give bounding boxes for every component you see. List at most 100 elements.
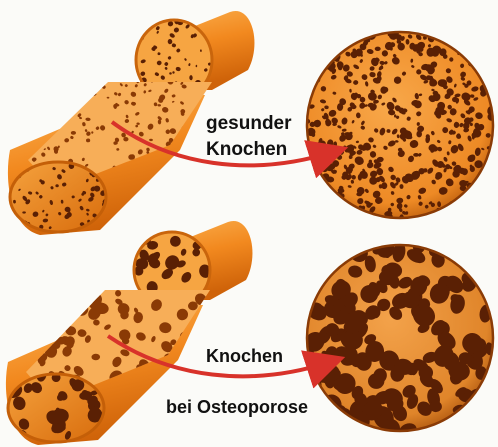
osteo-cut-pore: [73, 289, 81, 297]
healthy-cut-pore: [198, 130, 203, 135]
healthy-cut-pore: [193, 173, 199, 178]
healthy-cut-pore: [41, 121, 45, 125]
healthy-pore: [313, 171, 318, 177]
osteo-cut-pore: [52, 319, 61, 329]
healthy-pore: [487, 79, 492, 84]
healthy-cut-pore: [25, 112, 29, 116]
healthy-pore: [317, 214, 321, 218]
osteo-cut-pore: [89, 285, 100, 295]
healthy-cut-pore: [46, 126, 49, 129]
healthy-pore: [489, 70, 496, 76]
healthy-top-pore: [206, 95, 210, 99]
healthy-pore: [477, 179, 485, 186]
osteo-pore: [474, 247, 497, 270]
healthy-pore: [487, 31, 491, 35]
healthy-cut-pore: [71, 131, 76, 135]
osteo-pore: [314, 238, 332, 256]
healthy-pore: [450, 30, 459, 39]
healthy-cut-pore: [32, 94, 39, 100]
healthy-label-line2: Knochen: [206, 139, 287, 161]
healthy-bone-zoom-circle: [303, 28, 497, 221]
osteo-pore: [443, 422, 460, 436]
osteo-cut-pore: [49, 297, 64, 312]
osteo-pore: [470, 400, 488, 418]
healthy-cut-pore: [171, 186, 177, 192]
healthy-pore: [336, 38, 345, 46]
healthy-pore: [436, 32, 441, 37]
osteo-pore: [447, 419, 467, 438]
healthy-pore: [322, 52, 331, 61]
healthy-pore: [313, 171, 318, 177]
osteo-pore: [484, 283, 498, 298]
healthy-pore: [320, 52, 327, 58]
healthy-cut-pore: [189, 162, 192, 166]
healthy-pore: [488, 183, 495, 190]
healthy-pore: [479, 46, 485, 51]
osteo-cut-pore: [78, 293, 89, 305]
healthy-cut-pore: [210, 183, 216, 189]
healthy-cut-pore: [36, 122, 43, 129]
healthy-pore: [461, 45, 465, 49]
healthy-pore: [320, 37, 327, 44]
osteo-pore: [452, 413, 467, 428]
osteo-pore: [453, 241, 474, 262]
healthy-pore: [480, 58, 485, 61]
healthy-pore: [443, 211, 451, 219]
healthy-pore: [451, 214, 455, 218]
healthy-pore: [475, 32, 486, 44]
healthy-pore: [310, 198, 319, 204]
healthy-cut-pore: [83, 77, 87, 81]
healthy-pore: [322, 205, 327, 210]
osteo-pore: [338, 420, 356, 439]
osteo-pore: [477, 238, 498, 262]
healthy-pore: [427, 31, 431, 35]
healthy-cut-pore: [61, 111, 67, 117]
healthy-pore: [323, 32, 329, 38]
healthy-pore: [413, 153, 419, 157]
healthy-pore: [306, 53, 313, 59]
healthy-cut-pore: [39, 95, 43, 99]
healthy-pore: [453, 203, 460, 210]
healthy-pore: [310, 63, 318, 72]
healthy-cut-pore: [27, 95, 32, 100]
osteo-label-line2: bei Osteoporose: [166, 397, 308, 418]
healthy-pore: [485, 34, 496, 44]
healthy-pore: [476, 61, 481, 66]
healthy-cut-pore: [59, 103, 63, 109]
osteo-cut-pore: [151, 384, 162, 395]
healthy-pore: [335, 29, 341, 36]
healthy-cut-pore: [79, 87, 83, 91]
healthy-pore: [454, 38, 461, 46]
osteo-pore: [464, 404, 480, 419]
healthy-pore: [339, 205, 344, 211]
healthy-pore: [452, 206, 460, 215]
healthy-pore: [308, 33, 318, 43]
healthy-cut-pore: [198, 140, 201, 142]
healthy-pore: [310, 50, 320, 60]
healthy-cut-pore: [163, 172, 168, 177]
healthy-pore: [328, 31, 333, 39]
healthy-pore: [486, 166, 495, 175]
healthy-pore: [483, 30, 490, 37]
healthy-pore: [318, 179, 324, 185]
healthy-pore: [309, 69, 316, 78]
healthy-pore: [394, 114, 396, 117]
healthy-pore: [309, 33, 319, 44]
healthy-pore: [309, 215, 313, 219]
healthy-pore: [323, 51, 331, 59]
healthy-pore: [482, 176, 492, 186]
healthy-pore: [305, 180, 313, 188]
osteo-cut-pore: [52, 291, 64, 302]
osteo-pore: [312, 406, 337, 431]
osteo-pore: [482, 395, 498, 417]
healthy-pore: [475, 207, 481, 214]
healthy-pore: [464, 210, 470, 216]
osteo-pore: [468, 407, 489, 427]
osteo-pore: [473, 404, 498, 431]
healthy-pore: [355, 212, 361, 218]
osteo-cut-pore: [59, 300, 66, 306]
healthy-label-line1: gesunder: [206, 113, 292, 135]
healthy-pore: [332, 199, 338, 205]
healthy-end-pore: [13, 220, 17, 224]
